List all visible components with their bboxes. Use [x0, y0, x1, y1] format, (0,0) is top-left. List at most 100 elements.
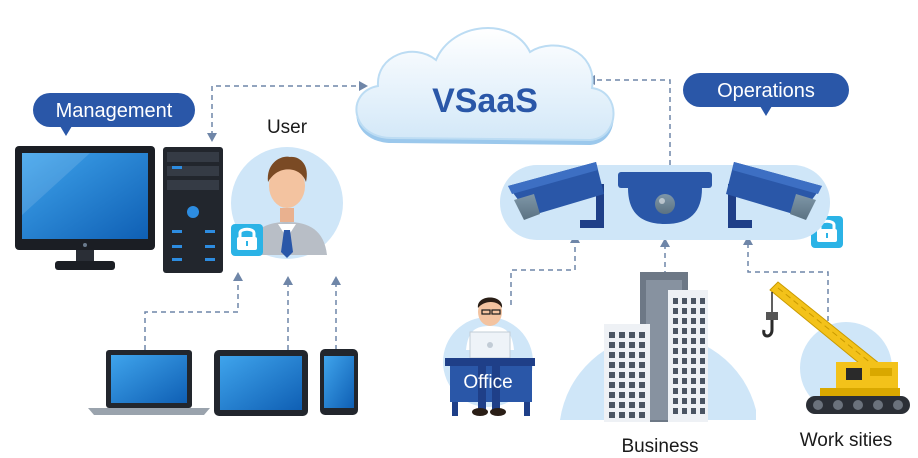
building-window: [673, 388, 678, 394]
building-window: [629, 342, 635, 348]
building-window: [609, 402, 615, 408]
arrow-laptop: [233, 272, 243, 281]
building-window: [691, 388, 696, 394]
building-window: [673, 398, 678, 404]
arrow-tablet: [283, 276, 293, 285]
business-windows: [609, 298, 705, 418]
connector-arrowheads: [207, 75, 753, 285]
building-window: [629, 332, 635, 338]
building-window: [682, 398, 687, 404]
tablet-icon: [214, 350, 308, 416]
building-window: [629, 372, 635, 378]
building-window: [700, 358, 705, 364]
management-badge: Management: [33, 93, 195, 136]
office-label: Office: [463, 372, 512, 393]
connector-worksite: [747, 242, 829, 330]
building-window: [629, 402, 635, 408]
user-label: User: [267, 117, 308, 138]
building-window: [700, 328, 705, 334]
arrow-to-management: [207, 133, 217, 142]
desktop-monitor-icon: [15, 146, 155, 270]
building-window: [700, 308, 705, 314]
arrow-worksite: [743, 236, 753, 245]
building-window: [700, 398, 705, 404]
arrow-phone: [331, 276, 341, 285]
building-window: [619, 402, 625, 408]
pc-tower-icon: [163, 147, 223, 273]
building-window: [629, 412, 635, 418]
building-window: [639, 402, 645, 408]
building-window: [619, 392, 625, 398]
connector-office: [510, 240, 576, 305]
building-window: [609, 392, 615, 398]
building-window: [619, 382, 625, 388]
building-window: [629, 362, 635, 368]
crane-icon: [762, 281, 910, 414]
building-window: [691, 308, 696, 314]
building-window: [700, 348, 705, 354]
building-window: [609, 332, 615, 338]
building-window: [639, 372, 645, 378]
building-window: [682, 338, 687, 344]
building-window: [682, 328, 687, 334]
building-window: [700, 298, 705, 304]
building-window: [639, 352, 645, 358]
building-window: [700, 378, 705, 384]
operations-label: Operations: [717, 80, 815, 102]
building-window: [691, 328, 696, 334]
building-window: [619, 342, 625, 348]
smartphone-icon: [320, 349, 358, 415]
business-label: Business: [621, 436, 698, 457]
connector-lines: [144, 79, 829, 350]
building-window: [619, 412, 625, 418]
arrow-business: [660, 238, 670, 247]
work-sites-label: Work sities: [800, 430, 893, 451]
management-label: Management: [56, 100, 173, 122]
building-window: [673, 328, 678, 334]
building-window: [682, 368, 687, 374]
building-window: [673, 308, 678, 314]
building-window: [619, 352, 625, 358]
building-window: [673, 298, 678, 304]
building-window: [682, 348, 687, 354]
business-buildings-icon: [560, 272, 756, 422]
building-window: [609, 372, 615, 378]
building-window: [639, 382, 645, 388]
building-window: [619, 372, 625, 378]
building-window: [629, 392, 635, 398]
building-window: [691, 298, 696, 304]
connector-management-cloud: [211, 85, 360, 136]
building-window: [609, 382, 615, 388]
building-window: [609, 412, 615, 418]
building-window: [682, 318, 687, 324]
building-window: [609, 362, 615, 368]
building-window: [691, 358, 696, 364]
building-window: [691, 368, 696, 374]
building-window: [673, 338, 678, 344]
building-window: [673, 368, 678, 374]
building-window: [639, 332, 645, 338]
building-window: [619, 362, 625, 368]
building-window: [629, 382, 635, 388]
building-window: [700, 338, 705, 344]
building-window: [700, 408, 705, 414]
building-window: [691, 318, 696, 324]
building-window: [639, 342, 645, 348]
arrow-to-cloud: [359, 81, 368, 91]
operations-badge: Operations: [683, 73, 849, 116]
building-window: [629, 352, 635, 358]
building-window: [700, 388, 705, 394]
building-window: [682, 308, 687, 314]
building-window: [682, 388, 687, 394]
building-window: [673, 358, 678, 364]
dome-camera-icon: [618, 172, 712, 224]
building-window: [673, 318, 678, 324]
bullet-camera-right-icon: [726, 162, 822, 228]
building-window: [682, 358, 687, 364]
building-window: [691, 378, 696, 384]
bullet-camera-left-icon: [508, 162, 604, 228]
connector-operations-cloud: [592, 79, 671, 165]
lock-icon-management: [231, 224, 263, 256]
building-window: [700, 368, 705, 374]
